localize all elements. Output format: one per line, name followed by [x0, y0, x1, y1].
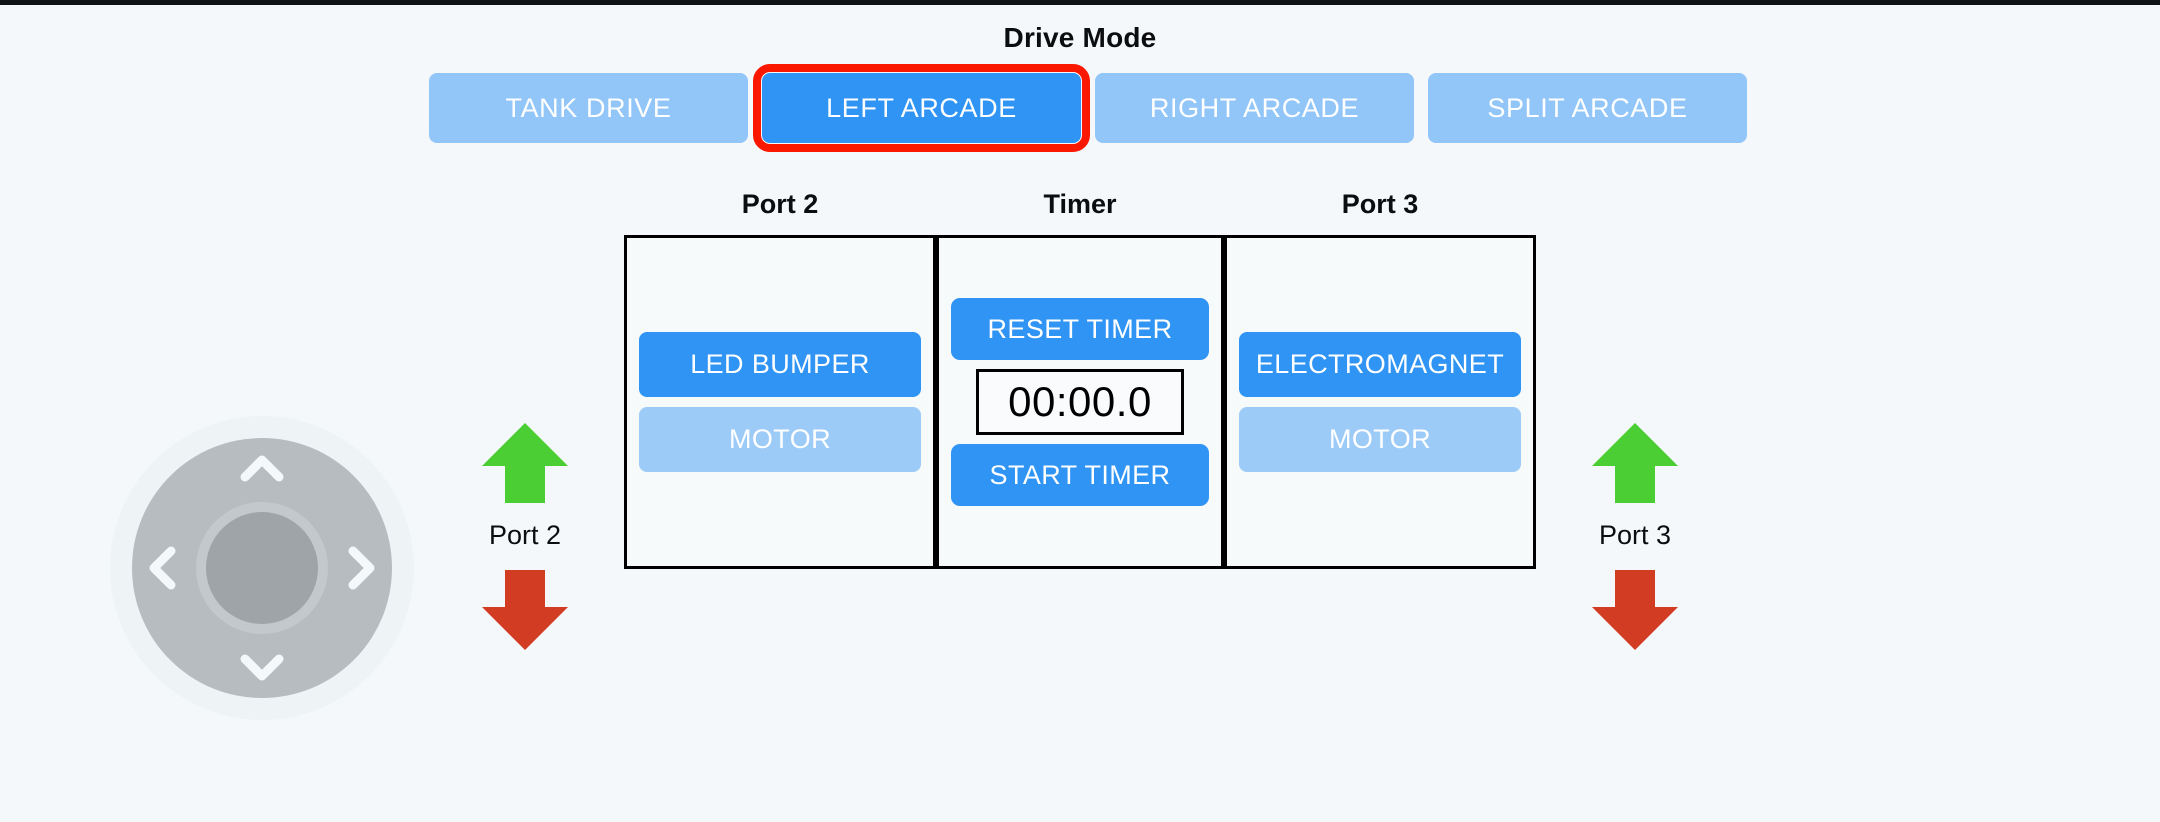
arrow-down-icon[interactable] [1589, 567, 1681, 653]
mode-button-right-arcade[interactable]: RIGHT ARCADE [1095, 73, 1414, 143]
port2-arrow-label: Port 2 [488, 520, 562, 550]
mode-button-tank-drive[interactable]: TANK DRIVE [429, 73, 748, 143]
top-status-bar [0, 0, 2160, 5]
port2-button-motor[interactable]: MOTOR [639, 407, 921, 472]
arrow-up-icon[interactable] [479, 420, 571, 506]
panel-label-timer: Timer [1043, 189, 1117, 219]
port2-button-led-bumper[interactable]: LED BUMPER [639, 332, 921, 397]
mode-button-split-arcade[interactable]: SPLIT ARCADE [1428, 73, 1747, 143]
panel-label-port2: Port 2 [741, 189, 819, 219]
port3-button-motor[interactable]: MOTOR [1239, 407, 1521, 472]
start-timer-button[interactable]: START TIMER [951, 444, 1209, 506]
dpad-center-button[interactable] [206, 512, 318, 624]
drive-mode-button-group: TANK DRIVE LEFT ARCADE RIGHT ARCADE SPLI… [429, 64, 1747, 152]
mode-button-left-arcade[interactable]: LEFT ARCADE [753, 64, 1090, 152]
control-panel-group: LED BUMPER MOTOR RESET TIMER 00:00.0 STA… [624, 235, 1536, 569]
port3-arrow-label: Port 3 [1598, 520, 1672, 550]
chevron-up-icon[interactable] [239, 446, 285, 492]
chevron-right-icon[interactable] [338, 545, 384, 591]
arrow-down-icon[interactable] [479, 567, 571, 653]
port3-button-electromagnet[interactable]: ELECTROMAGNET [1239, 332, 1521, 397]
chevron-left-icon[interactable] [140, 545, 186, 591]
page-title: Drive Mode [1003, 22, 1157, 53]
panel-port2: LED BUMPER MOTOR [624, 235, 936, 569]
arrow-up-icon[interactable] [1589, 420, 1681, 506]
panel-label-row: Port 2 Timer Port 3 [624, 189, 1536, 220]
panel-label-port3: Port 3 [1341, 189, 1419, 219]
panel-port3: ELECTROMAGNET MOTOR [1224, 235, 1536, 569]
panel-timer: RESET TIMER 00:00.0 START TIMER [936, 235, 1224, 569]
port2-arrow-cluster: Port 2 [450, 420, 600, 653]
directional-pad[interactable] [110, 416, 414, 720]
timer-display: 00:00.0 [976, 369, 1184, 435]
reset-timer-button[interactable]: RESET TIMER [951, 298, 1209, 360]
chevron-down-icon[interactable] [239, 644, 285, 690]
port3-arrow-cluster: Port 3 [1560, 420, 1710, 653]
